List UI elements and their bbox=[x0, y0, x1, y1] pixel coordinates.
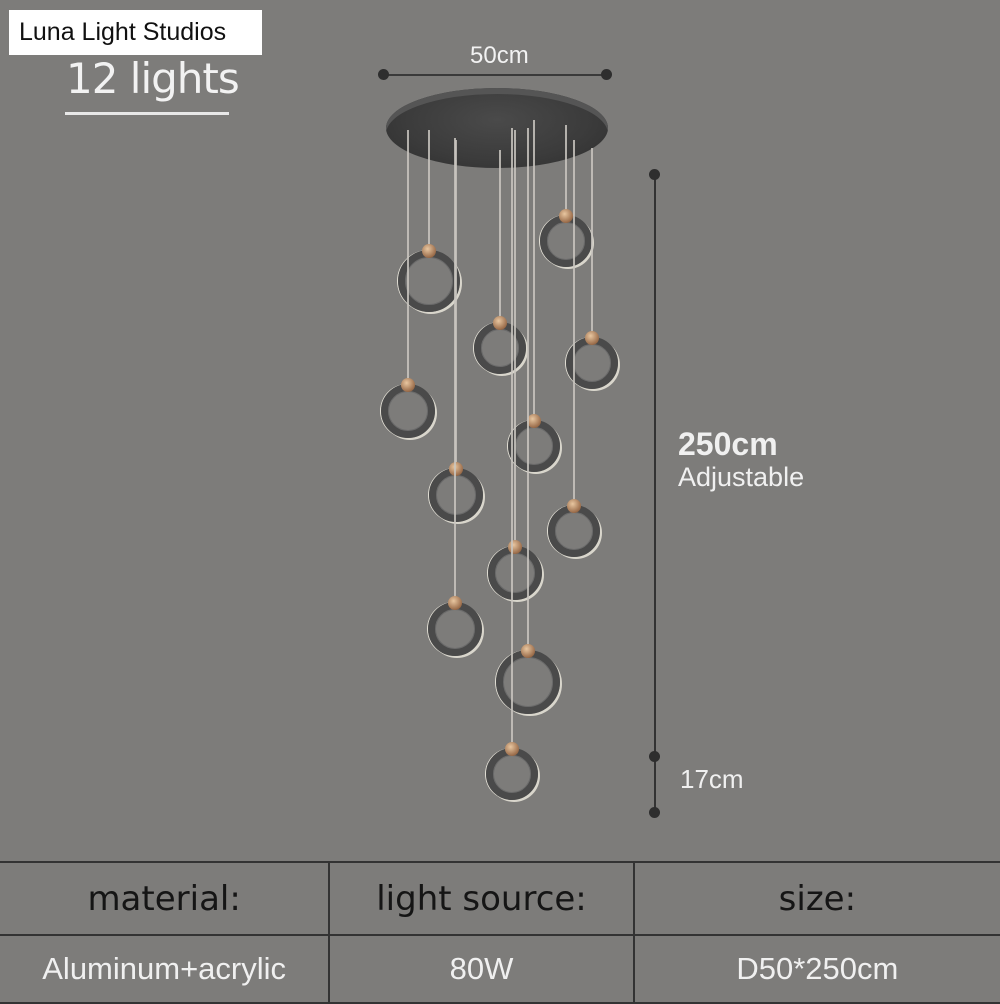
pendant-ring-11 bbox=[496, 650, 560, 714]
spec-value-light-source: 80W bbox=[328, 934, 634, 1004]
brass-bead-icon bbox=[505, 742, 519, 756]
pendant-ring-7 bbox=[429, 468, 483, 522]
brass-bead-icon bbox=[521, 644, 535, 658]
pendant-wire bbox=[591, 148, 593, 337]
width-dimension-label: 50cm bbox=[470, 42, 529, 69]
pendant-wire bbox=[511, 128, 513, 748]
brand-label: Luna Light Studios bbox=[9, 10, 262, 55]
light-count-title: 12 lights bbox=[66, 54, 240, 103]
height-dimension-line bbox=[654, 175, 656, 813]
dimension-dot-icon bbox=[649, 169, 660, 180]
spec-table: material: light source: size: Aluminum+a… bbox=[0, 861, 1000, 1004]
ceiling-canopy bbox=[386, 88, 608, 168]
brass-bead-icon bbox=[585, 331, 599, 345]
pendant-wire bbox=[533, 120, 535, 420]
spec-header-size: size: bbox=[632, 861, 1000, 936]
dimension-dot-icon bbox=[649, 751, 660, 762]
width-dimension-line bbox=[384, 74, 608, 76]
spec-header-material: material: bbox=[0, 861, 330, 936]
pendant-wire bbox=[527, 128, 529, 650]
dimension-dot-icon bbox=[649, 807, 660, 818]
brass-bead-icon bbox=[493, 316, 507, 330]
pendant-wire bbox=[454, 138, 456, 602]
dimension-dot-icon bbox=[601, 69, 612, 80]
pendant-ring-5 bbox=[381, 384, 435, 438]
brass-bead-icon bbox=[567, 499, 581, 513]
brass-bead-icon bbox=[449, 462, 463, 476]
pendant-wire bbox=[428, 130, 430, 250]
spec-value-material: Aluminum+acrylic bbox=[0, 934, 330, 1004]
pendant-wire bbox=[514, 130, 516, 546]
brass-bead-icon bbox=[422, 244, 436, 258]
dimension-dot-icon bbox=[378, 69, 389, 80]
spec-value-row: Aluminum+acrylic 80W D50*250cm bbox=[0, 934, 1000, 1004]
pendant-wire bbox=[565, 125, 567, 215]
brass-bead-icon bbox=[448, 596, 462, 610]
height-dimension-label: 250cm bbox=[678, 426, 778, 462]
title-underline bbox=[65, 112, 229, 115]
brass-bead-icon bbox=[559, 209, 573, 223]
brass-bead-icon bbox=[401, 378, 415, 392]
pendant-wire bbox=[407, 130, 409, 384]
spec-header-row: material: light source: size: bbox=[0, 861, 1000, 936]
height-adjustable-note: Adjustable bbox=[678, 462, 805, 492]
pendant-wire bbox=[499, 150, 501, 322]
brass-bead-icon bbox=[527, 414, 541, 428]
pendant-ring-9 bbox=[488, 546, 542, 600]
pendant-wire bbox=[455, 140, 457, 468]
spec-value-size: D50*250cm bbox=[632, 934, 1000, 1004]
pendant-ring-10 bbox=[428, 602, 482, 656]
spec-header-light-source: light source: bbox=[328, 861, 634, 936]
drop-dimension-label: 17cm bbox=[680, 764, 744, 794]
pendant-wire bbox=[573, 140, 575, 505]
